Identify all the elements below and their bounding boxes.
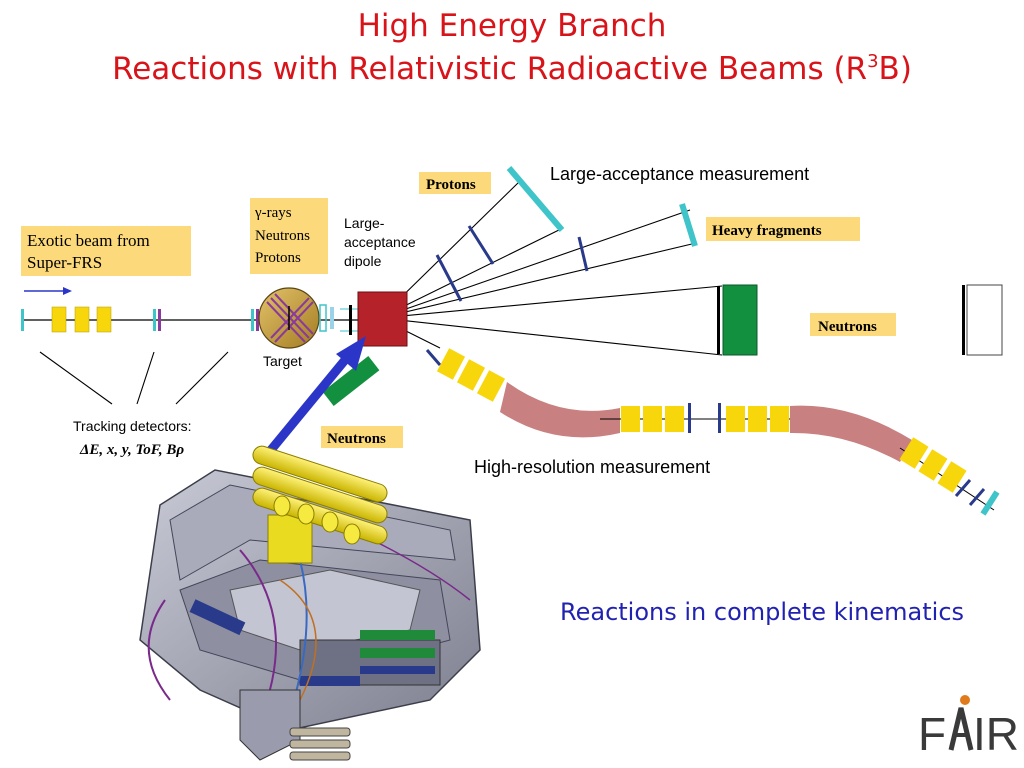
r3b-3d-detector-drawing xyxy=(139,445,481,761)
label-neutrons-right: Neutrons xyxy=(810,313,896,336)
svg-text:Protons: Protons xyxy=(255,250,301,266)
caption-complete-kinematics: Reactions in complete kinematics xyxy=(560,598,965,626)
tracking-pointer-lines xyxy=(39,351,229,405)
svg-text:Neutrons: Neutrons xyxy=(327,431,386,447)
label-heavy-fragments: Heavy fragments xyxy=(706,217,860,241)
quadrupole-magnet xyxy=(643,406,662,432)
quadrupole-magnet xyxy=(770,406,789,432)
quadrupole-magnet xyxy=(436,348,466,380)
quadrupole-magnet xyxy=(899,437,929,469)
svg-text:IR: IR xyxy=(973,708,1019,760)
svg-text:dipole: dipole xyxy=(344,253,382,269)
fair-logo: F IR xyxy=(918,695,1019,760)
quadrupole-magnet xyxy=(918,449,948,481)
svg-text:Exotic beam from: Exotic beam from xyxy=(27,231,150,250)
svg-text:γ-rays: γ-rays xyxy=(254,205,292,221)
tracking-detector xyxy=(256,309,259,331)
tracking-detector xyxy=(158,309,161,331)
svg-text:F: F xyxy=(918,708,946,760)
label-exotic-beam: Exotic beam from Super-FRS xyxy=(21,226,191,276)
label-protons: Protons xyxy=(419,172,491,194)
quadrupole-magnet xyxy=(456,359,486,391)
slide-title: High Energy Branch xyxy=(357,8,667,44)
slide-subtitle: Reactions with Relativistic Radioactive … xyxy=(112,51,912,87)
curved-beam-section xyxy=(790,405,912,462)
high-resolution-beamline xyxy=(425,348,1000,516)
quadrupole-magnet xyxy=(51,306,67,333)
quadrupole-magnet xyxy=(96,306,112,333)
quadrupole-magnet xyxy=(726,406,745,432)
quadrupole-magnet xyxy=(621,406,640,432)
post-target-trackers xyxy=(319,304,358,335)
particle-tracks xyxy=(379,180,723,356)
svg-text:Neutrons: Neutrons xyxy=(255,228,310,244)
quadrupole-magnet xyxy=(476,370,506,402)
label-tracking-quantities: ΔE, x, y, ToF, Bρ xyxy=(79,442,184,458)
svg-text:Protons: Protons xyxy=(426,177,476,193)
tracking-detector xyxy=(251,309,254,331)
far-detector xyxy=(962,284,1003,356)
neutron-detector xyxy=(717,284,758,356)
large-acceptance-detectors xyxy=(435,166,698,302)
tracking-detector xyxy=(21,309,24,331)
svg-text:Large-: Large- xyxy=(344,215,385,231)
dipole-magnet xyxy=(357,291,408,347)
svg-text:acceptance: acceptance xyxy=(344,234,416,250)
tracking-detector xyxy=(153,309,156,331)
label-neutrons-lower: Neutrons xyxy=(321,426,403,448)
curved-beam-section xyxy=(500,382,620,438)
beam-direction-arrow xyxy=(24,287,72,295)
label-target-products: γ-rays Neutrons Protons xyxy=(250,198,328,274)
label-tracking-detectors: Tracking detectors: xyxy=(73,418,192,434)
label-dipole: Large- acceptance dipole xyxy=(344,215,416,269)
quadrupole-magnet xyxy=(665,406,684,432)
quadrupole-magnet xyxy=(937,461,967,493)
neutron-detector-lower xyxy=(322,356,380,406)
svg-text:Neutrons: Neutrons xyxy=(818,319,877,335)
svg-text:Super-FRS: Super-FRS xyxy=(27,253,102,272)
svg-text:Heavy fragments: Heavy fragments xyxy=(712,223,822,239)
label-target: Target xyxy=(263,353,302,369)
label-large-acceptance: Large-acceptance measurement xyxy=(550,164,809,184)
quadrupole-magnet xyxy=(748,406,767,432)
target-chamber xyxy=(258,287,320,349)
quadrupole-magnet xyxy=(74,306,90,333)
pointer-arrow xyxy=(262,336,366,459)
label-high-resolution: High-resolution measurement xyxy=(474,457,710,477)
